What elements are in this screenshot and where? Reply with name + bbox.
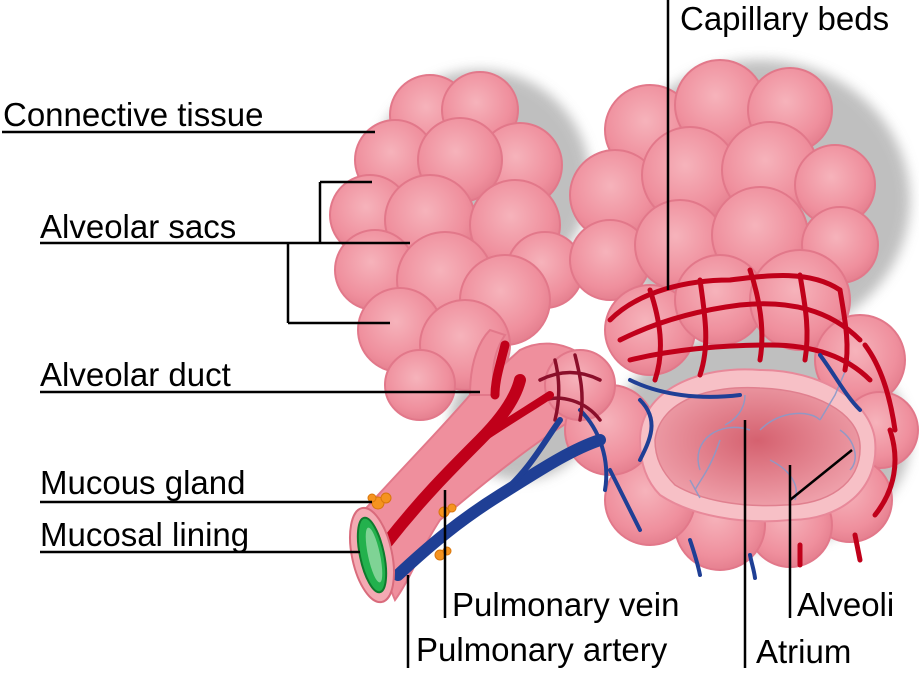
atrium-cross-section [638,359,877,523]
label-alveolar-sacs: Alveolar sacs [40,208,237,245]
label-alveolar-duct: Alveolar duct [40,356,231,393]
opened-alveoli-cluster [544,249,919,571]
label-capillary-beds: Capillary beds [680,0,890,37]
label-atrium: Atrium [756,633,852,670]
label-pulmonary-vein: Pulmonary vein [452,586,680,623]
leader-lines [2,0,853,668]
label-pulmonary-artery: Pulmonary artery [416,631,668,668]
alveolar-sac-cluster-left [329,71,584,421]
capillary-network-blue [578,353,862,580]
label-mucosal-lining: Mucosal lining [40,516,250,553]
label-connective-tissue: Connective tissue [3,96,264,133]
alveolar-sac-cluster-right [569,59,879,301]
label-alveoli: Alveoli [797,586,895,623]
label-mucous-gland: Mucous gland [40,464,246,501]
pulmonary-vessels [379,340,606,581]
capillary-network-red [607,267,898,568]
bronchiole-cut-end [349,506,395,604]
